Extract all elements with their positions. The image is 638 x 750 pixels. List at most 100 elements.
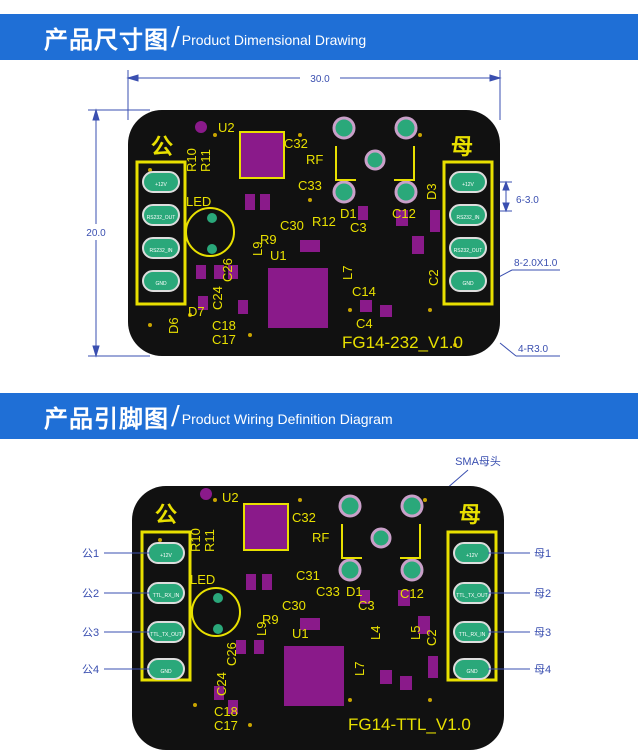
left-header-pads-ttl: +12V TTL_RX_IN TTL_TX_OUT GND xyxy=(147,542,185,680)
left-header-pads: +12V RS232_OUT RS232_IN GND xyxy=(142,171,180,292)
callout-female-4: 母4 xyxy=(534,663,551,676)
svg-text:C12: C12 xyxy=(392,206,416,221)
board-label: FG14-232_V1.0 xyxy=(342,333,463,352)
male-char: 公 xyxy=(151,134,173,159)
svg-text:L9: L9 xyxy=(250,242,265,256)
svg-text:L9: L9 xyxy=(254,622,269,636)
svg-text:GND: GND xyxy=(155,281,167,287)
dimensional-drawing: 30.0 20.0 6-3.0 8-2.0X1.0 4-R3.0 公 母 +12… xyxy=(78,70,560,358)
callout-male-1: 公1 xyxy=(82,548,99,560)
sma-label: SMA母头 xyxy=(455,455,501,468)
silkscreen-refs-ttl: U2 C32 RF C31 R10 R11 LED C30 R9 C33 D1 … xyxy=(188,490,439,733)
svg-text:D1: D1 xyxy=(340,206,357,221)
svg-text:+12V: +12V xyxy=(155,182,167,188)
section-1-title-cn: 产品尺寸图 xyxy=(44,25,169,54)
svg-text:C33: C33 xyxy=(316,584,340,599)
svg-text:+12V: +12V xyxy=(462,182,474,188)
svg-text:C12: C12 xyxy=(400,586,424,601)
svg-text:C4: C4 xyxy=(356,316,373,331)
svg-text:C33: C33 xyxy=(298,178,322,193)
svg-text:U1: U1 xyxy=(270,248,287,263)
svg-text:LED: LED xyxy=(186,194,211,209)
svg-text:R10: R10 xyxy=(188,528,203,552)
pcb-board xyxy=(128,110,500,356)
svg-text:+12V: +12V xyxy=(160,553,172,559)
female-char: 母 xyxy=(451,134,473,159)
svg-text:RF: RF xyxy=(312,530,329,545)
section-1-title-en: Product Dimensional Drawing xyxy=(181,32,367,48)
svg-text:C17: C17 xyxy=(214,718,238,733)
svg-text:D3: D3 xyxy=(424,183,439,200)
svg-text:RS232_IN: RS232_IN xyxy=(149,248,172,254)
right-header-pads: +12V RS232_IN RS232_OUT GND xyxy=(449,171,487,292)
svg-text:TTL_TX_OUT: TTL_TX_OUT xyxy=(456,593,487,599)
svg-text:U2: U2 xyxy=(218,120,235,135)
svg-text:C26: C26 xyxy=(220,258,235,282)
callout-female-3: 母3 xyxy=(534,626,551,639)
svg-text:TTL_RX_IN: TTL_RX_IN xyxy=(153,593,180,599)
svg-text:C30: C30 xyxy=(282,598,306,613)
svg-text:R11: R11 xyxy=(198,149,213,172)
svg-text:L7: L7 xyxy=(340,266,355,280)
dim-pad-label: 8-2.0X1.0 xyxy=(514,258,558,269)
section-2-slash: / xyxy=(171,401,180,431)
svg-text:RS232_OUT: RS232_OUT xyxy=(147,215,176,221)
svg-text:RS232_OUT: RS232_OUT xyxy=(454,248,483,254)
board-label-ttl: FG14-TTL_V1.0 xyxy=(348,715,471,734)
right-header-pads-ttl: +12V TTL_TX_OUT TTL_RX_IN GND xyxy=(453,542,491,680)
dim-width-label: 30.0 xyxy=(310,74,330,85)
svg-text:C18: C18 xyxy=(212,318,236,333)
section-2-banner: 产品引脚图 / Product Wiring Definition Diagra… xyxy=(0,393,638,439)
section-2-title-cn: 产品引脚图 xyxy=(44,404,169,433)
svg-text:LED: LED xyxy=(190,572,215,587)
svg-text:L4: L4 xyxy=(368,626,383,640)
male-char-ttl: 公 xyxy=(155,502,177,527)
svg-text:+12V: +12V xyxy=(466,553,478,559)
section-2-title-en: Product Wiring Definition Diagram xyxy=(181,411,393,427)
svg-text:U1: U1 xyxy=(292,626,309,641)
svg-text:C32: C32 xyxy=(284,136,308,151)
svg-text:C32: C32 xyxy=(292,510,316,525)
svg-text:GND: GND xyxy=(462,281,474,287)
svg-text:C31: C31 xyxy=(296,568,320,583)
svg-text:L7: L7 xyxy=(352,662,367,676)
svg-text:C17: C17 xyxy=(212,332,236,347)
svg-text:L5: L5 xyxy=(408,626,423,640)
svg-text:D7: D7 xyxy=(188,304,205,319)
dim-radius-label: 4-R3.0 xyxy=(518,344,548,355)
svg-text:U2: U2 xyxy=(222,490,239,505)
svg-text:C24: C24 xyxy=(210,286,225,310)
svg-text:TTL_RX_IN: TTL_RX_IN xyxy=(459,632,486,638)
section-1-banner: 产品尺寸图 / Product Dimensional Drawing xyxy=(0,14,638,60)
callout-male-3: 公3 xyxy=(82,627,99,639)
svg-text:RS232_IN: RS232_IN xyxy=(456,215,479,221)
callout-male-2: 公2 xyxy=(82,588,99,600)
svg-text:C30: C30 xyxy=(280,218,304,233)
svg-text:C18: C18 xyxy=(214,704,238,719)
svg-text:R9: R9 xyxy=(260,232,277,247)
svg-text:C24: C24 xyxy=(214,672,229,696)
svg-text:RF: RF xyxy=(306,152,323,167)
svg-text:R9: R9 xyxy=(262,612,279,627)
svg-text:TTL_TX_OUT: TTL_TX_OUT xyxy=(150,632,181,638)
svg-text:C26: C26 xyxy=(224,642,239,666)
svg-text:C14: C14 xyxy=(352,284,376,299)
wiring-diagram: SMA母头 公 母 +12V TTL_RX_IN TTL_TX_OUT GND … xyxy=(82,455,551,750)
svg-text:R11: R11 xyxy=(202,529,217,552)
callout-female-1: 母1 xyxy=(534,547,551,560)
callout-female-2: 母2 xyxy=(534,587,551,600)
svg-text:GND: GND xyxy=(466,669,478,675)
svg-text:R10: R10 xyxy=(184,148,199,172)
svg-text:R12: R12 xyxy=(312,214,336,229)
dim-pitch-label: 6-3.0 xyxy=(516,195,539,206)
dim-height-label: 20.0 xyxy=(86,228,106,239)
silkscreen-refs: U2 C32 RF C33 R10 R11 LED C30 R9 R12 D1 … xyxy=(166,120,441,347)
svg-text:C3: C3 xyxy=(358,598,375,613)
svg-text:C2: C2 xyxy=(426,269,441,286)
svg-text:D6: D6 xyxy=(166,317,181,334)
section-1-slash: / xyxy=(171,22,180,52)
svg-text:GND: GND xyxy=(160,669,172,675)
female-char-ttl: 母 xyxy=(459,502,481,527)
svg-text:D1: D1 xyxy=(346,584,363,599)
svg-text:C2: C2 xyxy=(424,629,439,646)
